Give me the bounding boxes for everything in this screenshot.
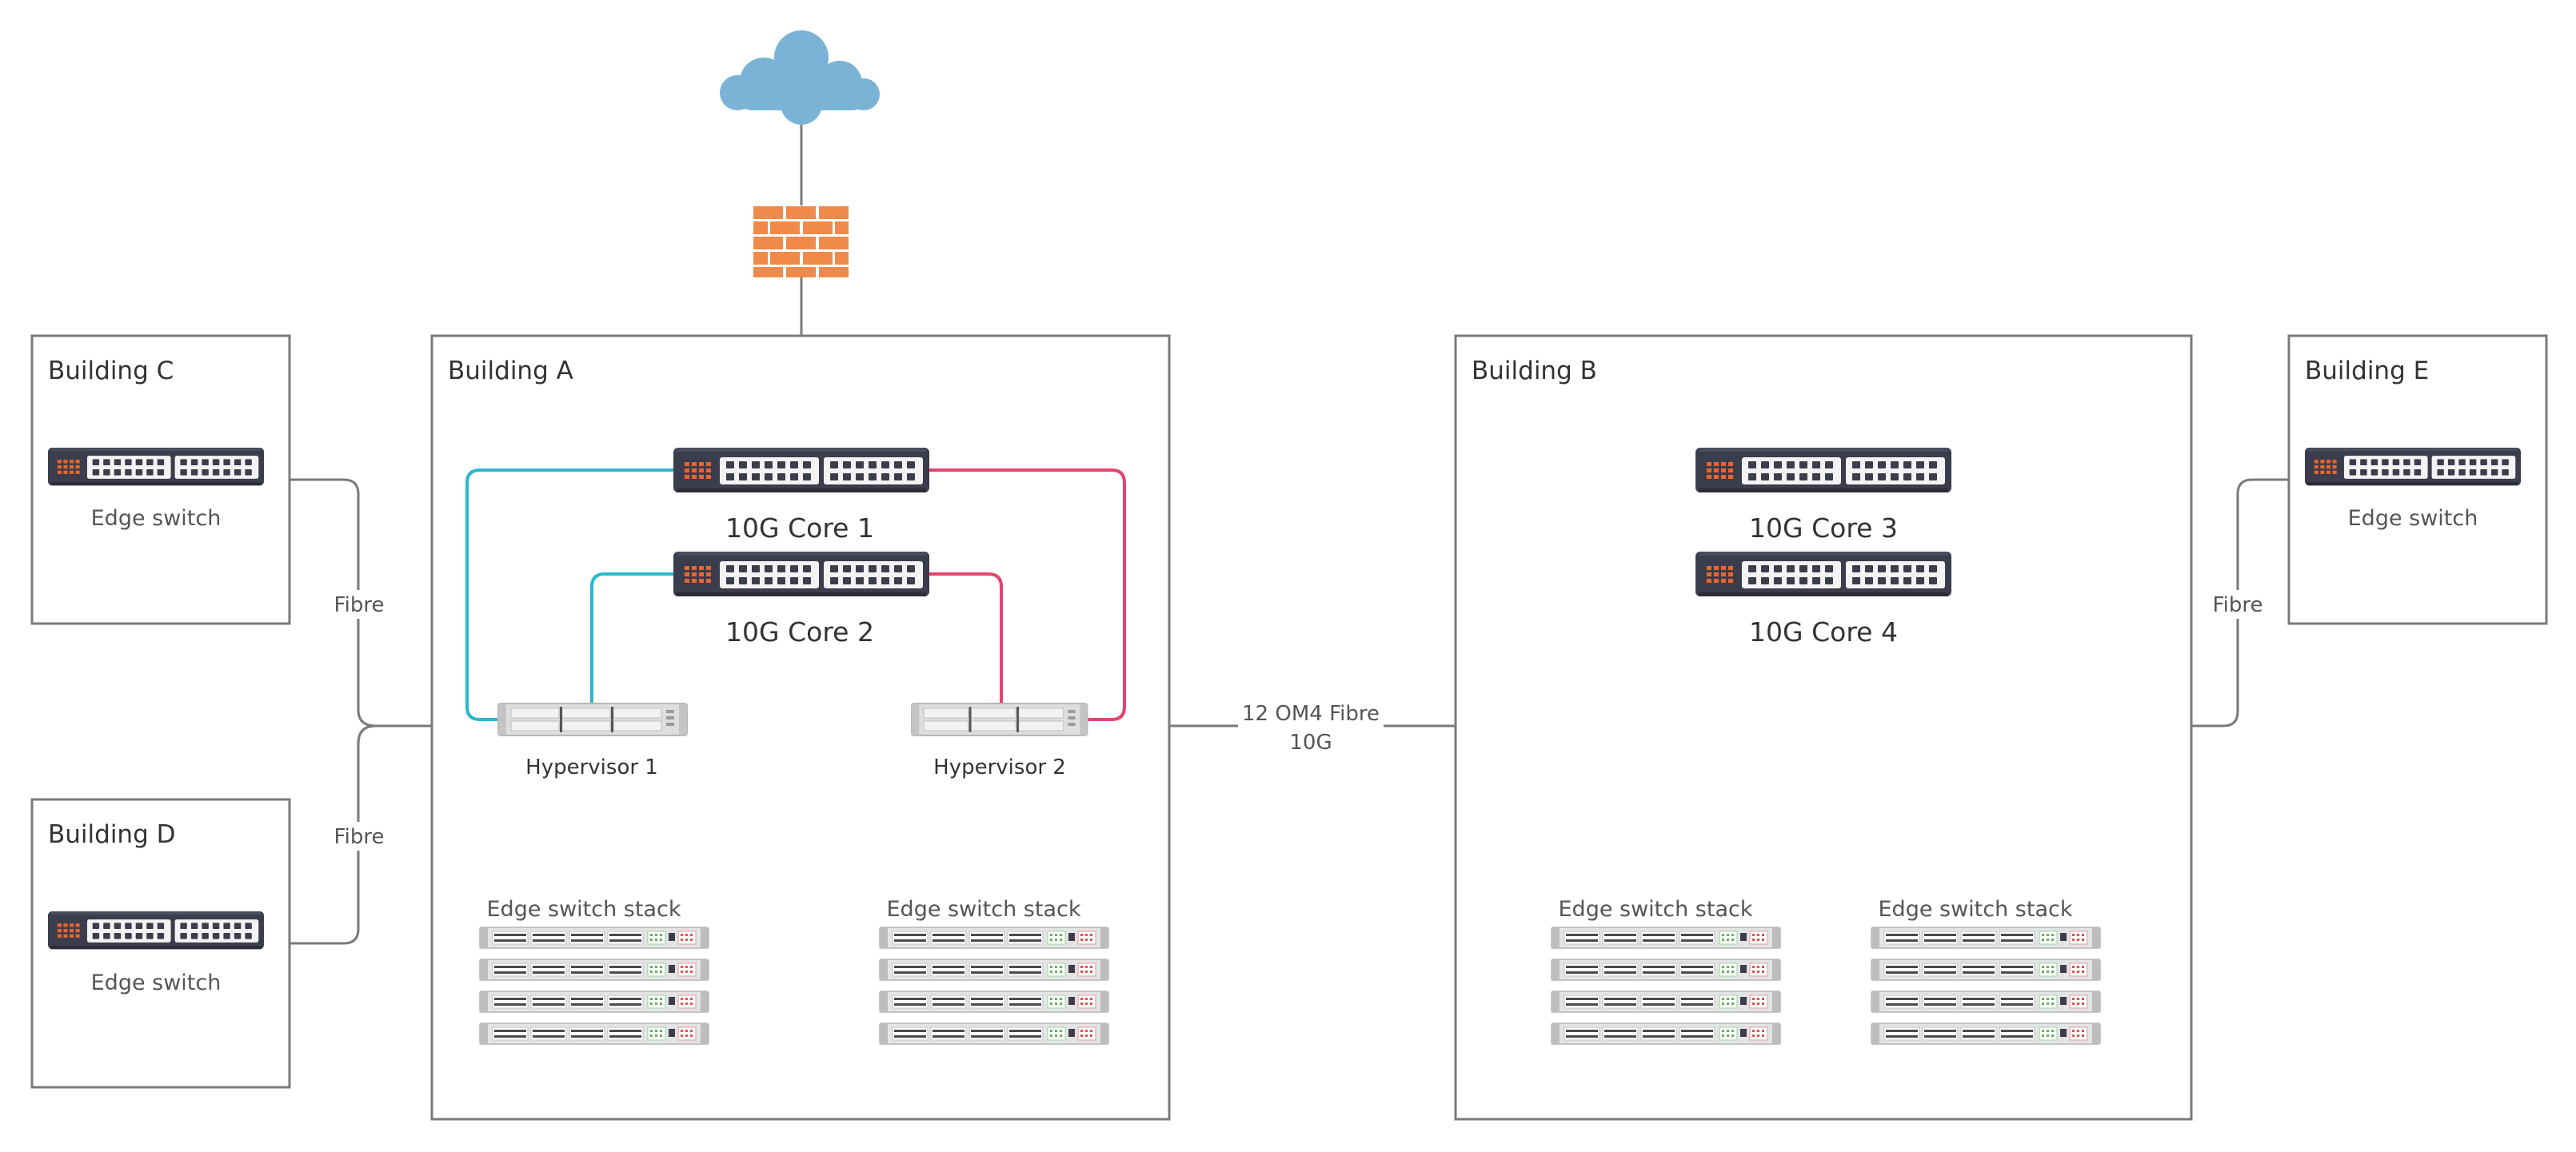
core4-label: 10G Core 4 <box>1749 616 1898 648</box>
pink-link-core1-hypervisor2 <box>926 468 1126 721</box>
edge-switch-e-label: Edge switch <box>2348 506 2478 531</box>
fibre-label-c: Fibre <box>334 593 385 617</box>
om4-link-label-line1: 12 OM4 Fibre <box>1242 702 1380 726</box>
building-e-title: Building E <box>2305 357 2429 385</box>
hypervisor1-server-icon <box>497 703 688 736</box>
hypervisor1-label: Hypervisor 1 <box>525 755 658 779</box>
core2-label: 10G Core 2 <box>725 616 874 648</box>
core3-label: 10G Core 3 <box>1749 512 1898 544</box>
cyan-link-core2-hypervisor1 <box>590 572 673 705</box>
edge-switch-c-label: Edge switch <box>91 506 222 531</box>
building-b-boundary <box>1454 334 2193 1121</box>
om4-link-label-line2: 10G <box>1289 731 1332 755</box>
firewall-icon <box>753 205 849 277</box>
core1-label: 10G Core 1 <box>725 512 874 544</box>
stack-b2-icon <box>1871 927 2100 1044</box>
edge-switch-d-label: Edge switch <box>91 971 222 995</box>
fibre-label-e: Fibre <box>2213 593 2263 617</box>
core4-switch-icon <box>1695 552 1951 596</box>
edge-switch-e-icon <box>2305 448 2522 486</box>
building-a-boundary <box>430 334 1171 1121</box>
building-d: Building D Edge switch <box>30 798 291 1089</box>
cyan-link-core1-hypervisor1 <box>465 468 673 721</box>
stack-b2-label: Edge switch stack <box>1879 897 2073 922</box>
building-b-title: Building B <box>1472 357 1597 385</box>
stack-b1-icon <box>1552 927 1780 1044</box>
stack-a1-label: Edge switch stack <box>487 897 681 922</box>
cloud-icon <box>720 30 880 125</box>
stack-a1-icon <box>480 927 709 1044</box>
building-a: Building A 10G Core 1 10G Core 2 Hypervi… <box>430 334 1171 1121</box>
pink-link-core2-hypervisor2 <box>926 572 1003 705</box>
fibre-link-d-a <box>290 724 377 945</box>
building-c-title: Building C <box>48 357 174 385</box>
fibre-label-d: Fibre <box>334 825 385 849</box>
building-d-title: Building D <box>48 820 175 849</box>
building-e: Building E Edge switch <box>2287 334 2548 625</box>
edge-switch-c-icon <box>48 448 265 486</box>
core3-switch-icon <box>1695 448 1951 492</box>
building-c: Building C Edge switch <box>30 334 291 625</box>
edge-switch-d-icon <box>48 911 265 950</box>
stack-a2-icon <box>880 927 1108 1044</box>
stack-b1-label: Edge switch stack <box>1559 897 1753 922</box>
hypervisor2-label: Hypervisor 2 <box>933 755 1066 779</box>
core2-switch-icon <box>673 552 929 596</box>
building-a-title: Building A <box>448 357 573 385</box>
stack-a2-label: Edge switch stack <box>887 897 1081 922</box>
core1-switch-icon <box>673 448 929 492</box>
building-b: Building B 10G Core 3 10G Core 4 Edge sw… <box>1454 334 2193 1121</box>
hypervisor2-server-icon <box>911 703 1088 736</box>
